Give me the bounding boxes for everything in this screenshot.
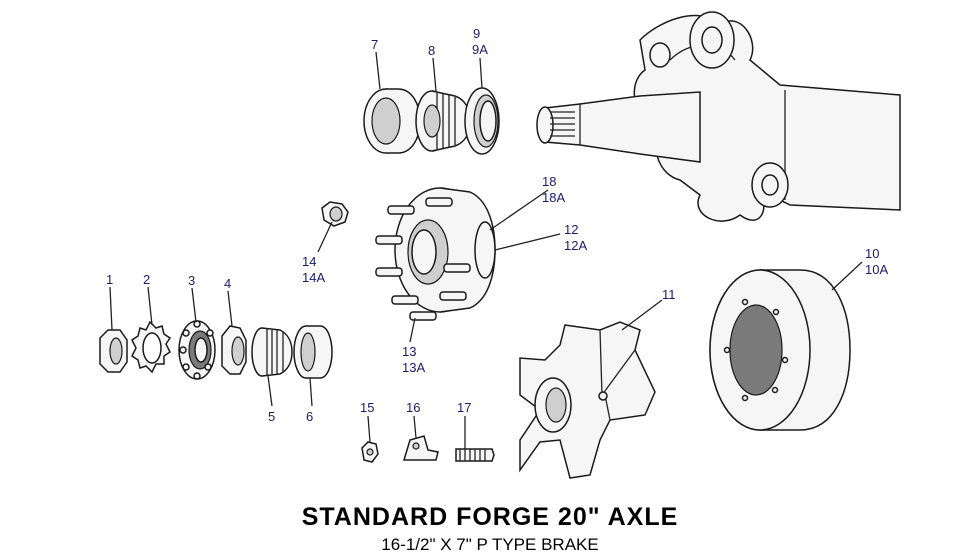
- seal-9: [464, 87, 500, 155]
- callout-18: 18: [542, 174, 556, 189]
- callout-3: 3: [188, 273, 195, 288]
- callout-16: 16: [406, 400, 420, 415]
- bearing-cone-8: [415, 90, 471, 152]
- callout-9: 9: [473, 26, 480, 41]
- wheel-studs-13: [375, 197, 471, 321]
- lock-washer-2: [131, 320, 172, 374]
- stud-nut-14: [321, 201, 349, 227]
- clip-16: [402, 435, 439, 461]
- callout-10: 10: [865, 246, 879, 261]
- wheel-hub: [375, 187, 496, 321]
- diagram-title: STANDARD FORGE 20" AXLE: [301, 503, 679, 531]
- diagram-subtitle: 16-1/2" X 7" P TYPE BRAKE: [381, 535, 599, 554]
- callout-labels: 1 2 3 4 5 6 7 8 9 9A 10 10A 11 12 12A 13…: [106, 26, 888, 424]
- callout-6: 6: [306, 409, 313, 424]
- callout-12: 12: [564, 222, 578, 237]
- leader-lines: [109, 51, 863, 449]
- callout-13a: 13A: [402, 360, 425, 375]
- callout-12a: 12A: [564, 238, 587, 253]
- callout-7: 7: [371, 37, 378, 52]
- brake-drum-10: [709, 269, 851, 431]
- axle-spindle-assembly: [536, 11, 901, 222]
- bearing-cup-7: [363, 88, 421, 154]
- callout-18a: 18A: [542, 190, 565, 205]
- spindle-nut-1: [99, 329, 128, 373]
- brake-spider-11: [519, 321, 656, 479]
- callout-8: 8: [428, 43, 435, 58]
- adjusting-ring-3: [178, 320, 216, 380]
- callout-5: 5: [268, 409, 275, 424]
- callout-9a: 9A: [472, 42, 488, 57]
- callout-10a: 10A: [865, 262, 888, 277]
- callout-17: 17: [457, 400, 471, 415]
- nut-15: [361, 441, 379, 463]
- bearing-cup-6: [293, 325, 333, 379]
- callout-14: 14: [302, 254, 316, 269]
- callout-11: 11: [662, 287, 676, 302]
- callout-14a: 14A: [302, 270, 325, 285]
- callout-13: 13: [402, 344, 416, 359]
- exploded-axle-diagram: 1 2 3 4 5 6 7 8 9 9A 10 10A 11 12 12A 13…: [99, 11, 901, 479]
- callout-15: 15: [360, 400, 374, 415]
- callout-2: 2: [143, 272, 150, 287]
- callout-1: 1: [106, 272, 113, 287]
- inner-nut-4: [221, 325, 247, 375]
- bolt-17: [455, 448, 495, 462]
- callout-4: 4: [224, 276, 231, 291]
- bearing-cone-5: [251, 327, 293, 377]
